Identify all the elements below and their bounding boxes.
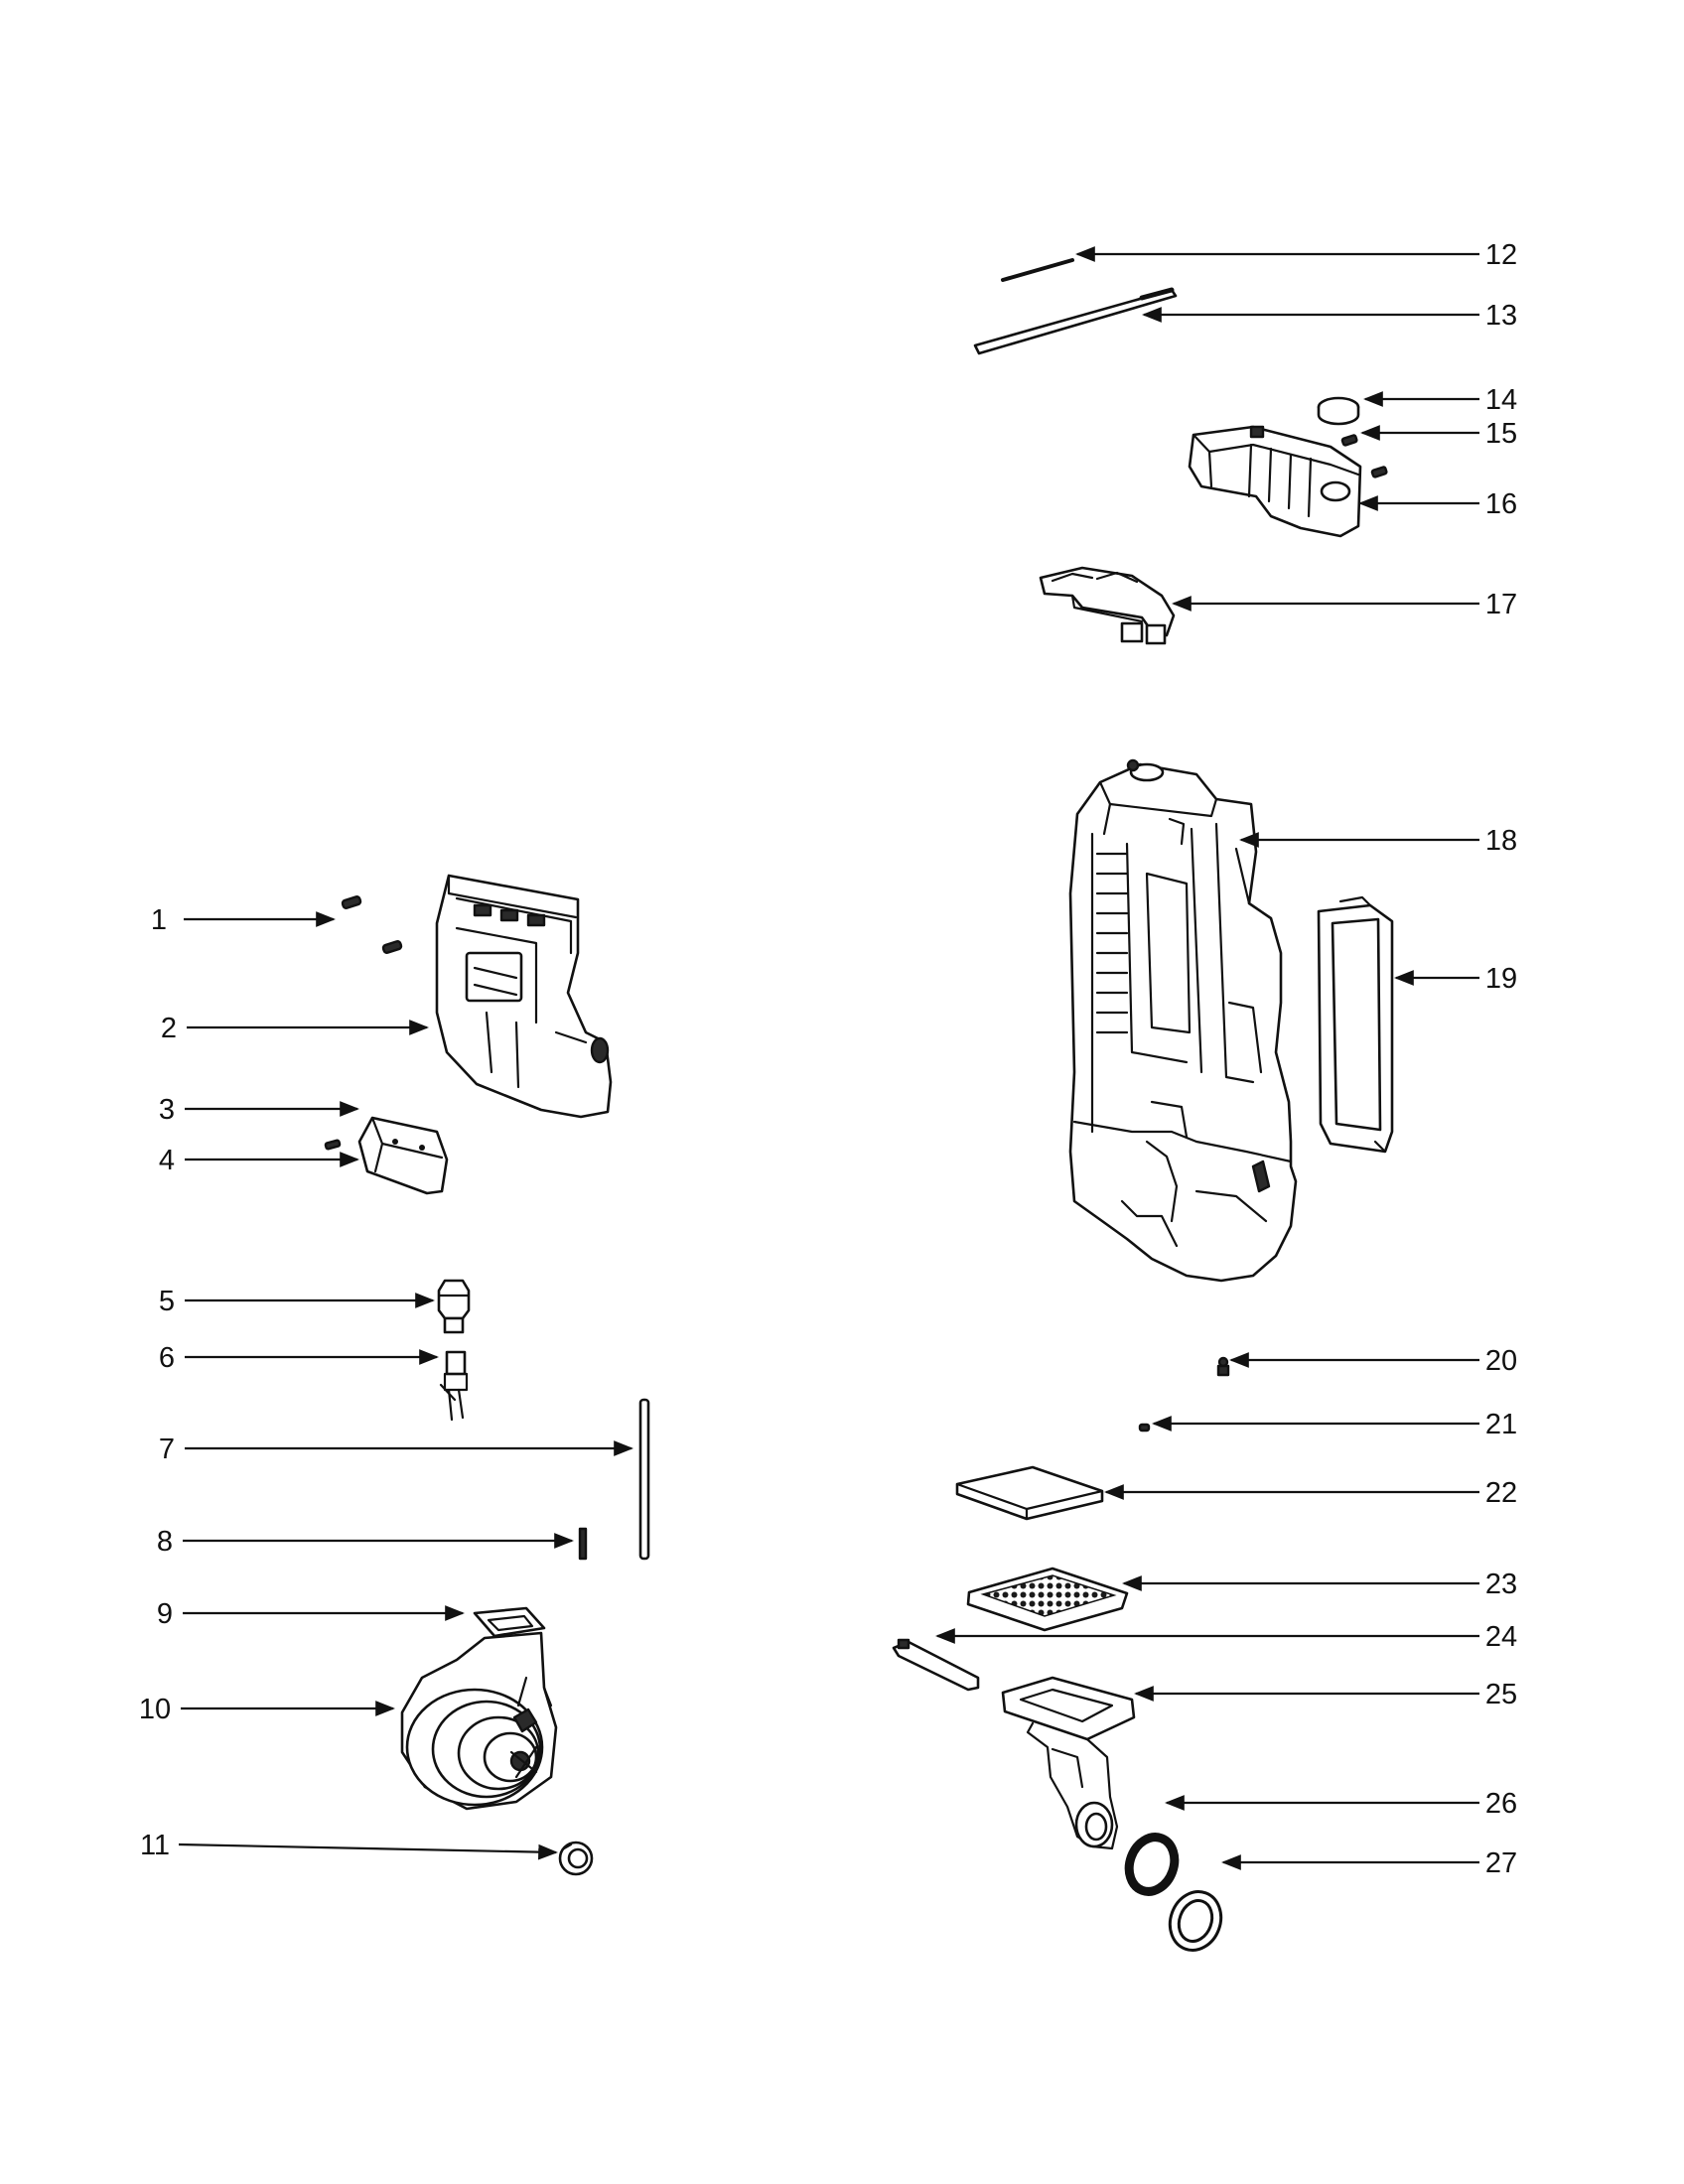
part-13-rod [973, 287, 1178, 355]
callout-21: 21 [1152, 1409, 1517, 1440]
callout-label: 4 [159, 1145, 175, 1176]
part-6-socket [439, 1350, 469, 1422]
callout-8: 8 [157, 1526, 574, 1558]
callout-25: 25 [1134, 1679, 1517, 1710]
callout-18: 18 [1239, 825, 1517, 857]
part-1-screws [341, 894, 403, 955]
callout-13: 13 [1142, 300, 1517, 332]
part-10-motor [400, 1631, 558, 1811]
callout-19: 19 [1394, 963, 1517, 995]
callout-9: 9 [157, 1598, 465, 1630]
callout-14: 14 [1363, 384, 1517, 416]
callout-10: 10 [139, 1694, 395, 1725]
callout-label: 6 [159, 1342, 175, 1374]
callout-label: 17 [1485, 589, 1517, 620]
part-14-cap [1317, 396, 1360, 426]
callout-6: 6 [159, 1342, 439, 1374]
callout-label: 7 [159, 1433, 175, 1465]
callout-label: 24 [1485, 1621, 1517, 1653]
callout-label: 19 [1485, 963, 1517, 995]
callout-label: 16 [1485, 488, 1517, 520]
part-15-16-bracket [1188, 425, 1388, 538]
callout-1: 1 [151, 904, 336, 936]
callout-label: 23 [1485, 1569, 1517, 1600]
callout-label: 22 [1485, 1477, 1517, 1509]
callout-label: 2 [161, 1013, 177, 1044]
part-23-mesh-screen [966, 1567, 1129, 1632]
part-26-ring [1124, 1833, 1180, 1896]
part-19-filter-frame [1317, 895, 1394, 1154]
callout-12: 12 [1075, 239, 1517, 271]
part-18-main-body [1068, 758, 1298, 1283]
callout-15: 15 [1360, 418, 1517, 450]
callout-label: 13 [1485, 300, 1517, 332]
part-12-pin [1001, 258, 1074, 282]
part-5-bulb [437, 1279, 471, 1334]
callout-label: 5 [159, 1286, 175, 1317]
callout-label: 9 [157, 1598, 173, 1630]
callout-label: 15 [1485, 418, 1517, 450]
part-2-upper-housing [435, 874, 613, 1119]
part-24-clip [892, 1638, 980, 1692]
callout-26: 26 [1165, 1788, 1517, 1820]
callout-label: 8 [157, 1526, 173, 1558]
part-7-rod [638, 1398, 650, 1561]
leader-line [178, 1843, 558, 1860]
callout-5: 5 [159, 1286, 435, 1317]
part-11-nut [558, 1841, 594, 1876]
callout-11: 11 [140, 1830, 558, 1861]
callout-3: 3 [159, 1094, 359, 1126]
callout-label: 25 [1485, 1679, 1517, 1710]
callout-17: 17 [1172, 589, 1517, 620]
part-21-screw [1138, 1423, 1151, 1433]
callout-label: 26 [1485, 1788, 1517, 1820]
callout-label: 11 [140, 1830, 170, 1861]
part-9-gasket [473, 1606, 546, 1638]
callout-20: 20 [1229, 1345, 1517, 1377]
part-27-washer [1168, 1890, 1223, 1952]
callout-label: 14 [1485, 384, 1517, 416]
callout-label: 3 [159, 1094, 175, 1126]
part-3-4-latch [324, 1116, 449, 1195]
part-25-nozzle [1001, 1676, 1136, 1850]
callout-label: 27 [1485, 1847, 1517, 1879]
part-17-latch-bracket [1039, 566, 1176, 645]
part-22-filter-pad [955, 1465, 1104, 1521]
callout-label: 21 [1485, 1409, 1517, 1440]
callout-label: 18 [1485, 825, 1517, 857]
callout-24: 24 [935, 1621, 1517, 1653]
part-8-pin [578, 1527, 588, 1561]
callout-label: 1 [151, 904, 167, 936]
callout-2: 2 [161, 1013, 429, 1044]
callout-23: 23 [1122, 1569, 1517, 1600]
callout-27: 27 [1221, 1847, 1517, 1879]
callout-4: 4 [159, 1145, 359, 1176]
callout-22: 22 [1104, 1477, 1517, 1509]
callout-label: 20 [1485, 1345, 1517, 1377]
callout-label: 10 [139, 1694, 171, 1725]
callout-label: 12 [1485, 239, 1517, 271]
callout-16: 16 [1358, 488, 1517, 520]
part-20-fitting [1216, 1356, 1230, 1377]
callout-7: 7 [159, 1433, 633, 1465]
